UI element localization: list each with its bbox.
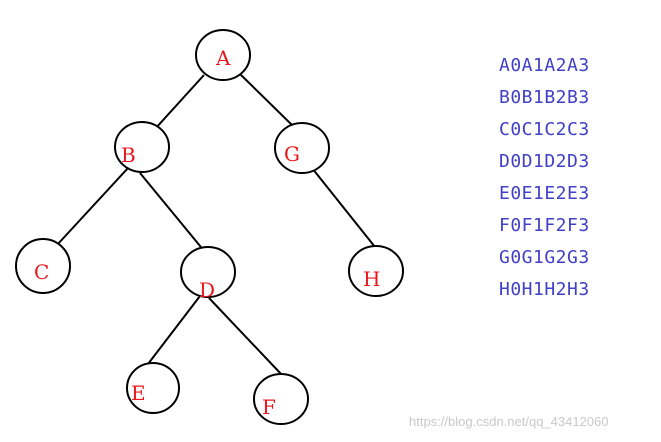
node-circle: [348, 245, 404, 297]
code-line-f: F0F1F2F3: [499, 215, 590, 236]
node-label: G: [284, 142, 300, 166]
tree-node-e: E: [126, 362, 180, 414]
edge-d-f: [208, 297, 283, 376]
node-label: E: [131, 381, 146, 405]
tree-node-d: D: [180, 246, 236, 302]
edge-d-e: [147, 295, 201, 365]
node-circle: [126, 362, 180, 414]
edge-a-g: [239, 73, 293, 126]
tree-node-c: C: [15, 238, 71, 294]
code-line-a: A0A1A2A3: [499, 55, 590, 76]
node-circle: [195, 29, 251, 81]
watermark: https://blog.csdn.net/qq_43412060: [409, 414, 609, 429]
node-label: H: [363, 267, 380, 291]
edge-b-d: [139, 172, 206, 253]
tree-node-a: A: [195, 29, 251, 81]
tree-node-h: H: [348, 245, 404, 297]
node-label: A: [215, 46, 231, 70]
node-circle: [274, 122, 330, 174]
node-code-list: A0A1A2A3 B0B1B2B3 C0C1C2C3 D0D1D2D3 E0E1…: [499, 50, 590, 306]
edge-a-b: [154, 74, 205, 130]
code-line-e: E0E1E2E3: [499, 183, 590, 204]
node-circle: [15, 238, 71, 294]
tree-node-g: G: [274, 122, 330, 174]
tree-node-b: B: [114, 121, 170, 173]
code-line-d: D0D1D2D3: [499, 151, 590, 172]
node-circle: [114, 121, 170, 173]
edge-b-c: [56, 167, 129, 246]
tree-nodes: A B G C D H E F: [15, 29, 404, 425]
code-line-c: C0C1C2C3: [499, 119, 590, 140]
node-label: B: [121, 143, 136, 167]
node-circle: [180, 246, 236, 298]
node-label: F: [262, 395, 276, 419]
node-circle: [253, 373, 309, 425]
code-line-h: H0H1H2H3: [499, 279, 590, 300]
node-label: C: [34, 260, 49, 284]
code-line-g: G0G1G2G3: [499, 247, 590, 268]
tree-node-f: F: [253, 373, 309, 425]
code-line-b: B0B1B2B3: [499, 87, 590, 108]
edge-g-h: [311, 167, 376, 248]
node-label: D: [199, 278, 215, 302]
tree-edges: [56, 73, 376, 376]
